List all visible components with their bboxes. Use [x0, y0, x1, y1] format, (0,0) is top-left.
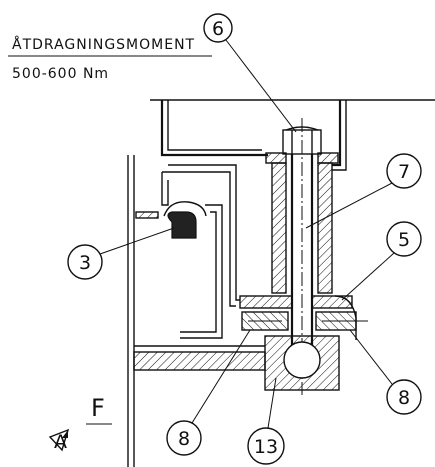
torque-note-title: ÅTDRAGNINGSMOMENT — [12, 36, 195, 53]
leader-8-left — [191, 329, 251, 424]
balloon-13-label: 13 — [254, 436, 278, 458]
balloon-5-circle — [386, 221, 422, 257]
sheet-fold-a — [168, 164, 240, 301]
leader-7 — [305, 182, 393, 229]
flange-right-upper — [311, 295, 353, 309]
sheet-fold-d — [180, 204, 223, 339]
balloon-3-label: 3 — [79, 252, 91, 274]
balloon-8-right-circle — [386, 379, 422, 415]
balloon-3-circle — [67, 244, 103, 280]
torque-note-value: 500-600 Nm — [12, 66, 109, 82]
view-marker-a: A — [48, 428, 70, 453]
balloon-7-circle — [386, 153, 422, 189]
bearing-bore — [283, 341, 321, 379]
balloon-8-right-label: 8 — [398, 387, 410, 409]
balloon-5-label: 5 — [398, 229, 410, 251]
rubber-seal — [167, 211, 197, 239]
leader-13 — [267, 377, 277, 429]
leader-8-right — [349, 329, 393, 385]
leader-6 — [225, 39, 297, 133]
balloon-8-left-label: 8 — [178, 428, 190, 450]
sleeve-left-wall — [271, 162, 287, 294]
balloon-8-left-circle — [166, 420, 202, 456]
balloon-7-label: 7 — [398, 161, 410, 183]
seal-clip — [163, 201, 207, 217]
section-letter: F — [91, 394, 105, 422]
sheet-fold-b — [162, 171, 236, 307]
sheet-fold-e — [180, 211, 217, 333]
sleeve-right-wall — [317, 162, 333, 294]
leader-3 — [99, 227, 175, 255]
flange-left-upper — [239, 295, 293, 309]
balloon-6-circle — [203, 13, 233, 43]
bracket-upper-outline — [160, 100, 268, 157]
sheet-fold-c — [161, 172, 169, 206]
view-marker-letter: A — [54, 431, 67, 453]
bottom-beam — [133, 351, 266, 371]
bracket-upper-inner — [167, 100, 262, 151]
balloon-6-label: 6 — [212, 18, 224, 40]
bracket-right-inner — [332, 100, 347, 171]
leader-5 — [341, 252, 395, 301]
small-plate — [135, 211, 159, 219]
balloon-13-circle — [247, 427, 285, 465]
bracket-right-outline — [332, 100, 342, 167]
